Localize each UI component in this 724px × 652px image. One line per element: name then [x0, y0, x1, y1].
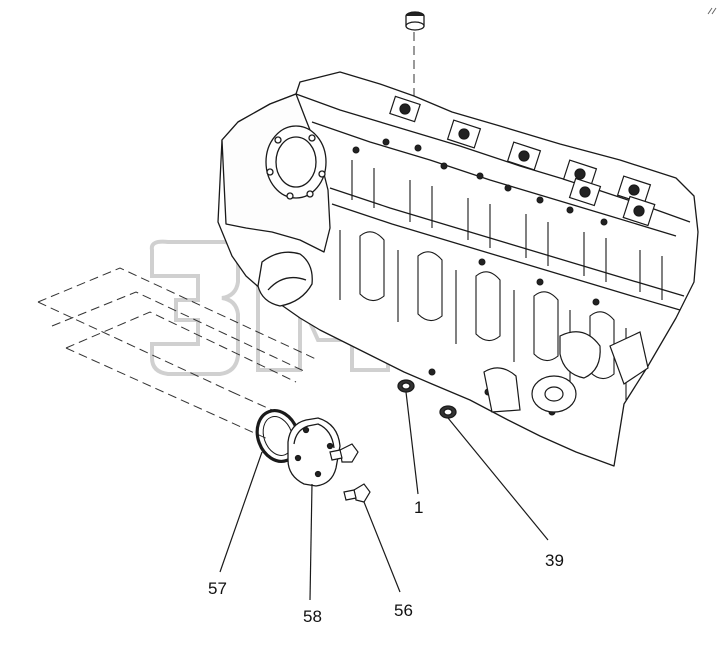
side-fittings: [483, 331, 649, 413]
callout-1: 1: [414, 498, 424, 517]
rocker-bosses: [389, 95, 656, 227]
corner-mark: [707, 7, 717, 15]
callout-57: 57: [208, 579, 227, 598]
part-1-plug: [397, 379, 415, 393]
callout-56: 56: [394, 601, 413, 620]
callout-39: 39: [545, 551, 564, 570]
block-ribs: [339, 160, 663, 400]
part-58-cover-plate: [287, 417, 341, 487]
part-39-plug: [439, 405, 457, 419]
leader-lines: [219, 391, 549, 601]
top-plug-part: [405, 11, 425, 31]
callout-58: 58: [303, 607, 322, 626]
part-56-bolts: [329, 443, 371, 503]
